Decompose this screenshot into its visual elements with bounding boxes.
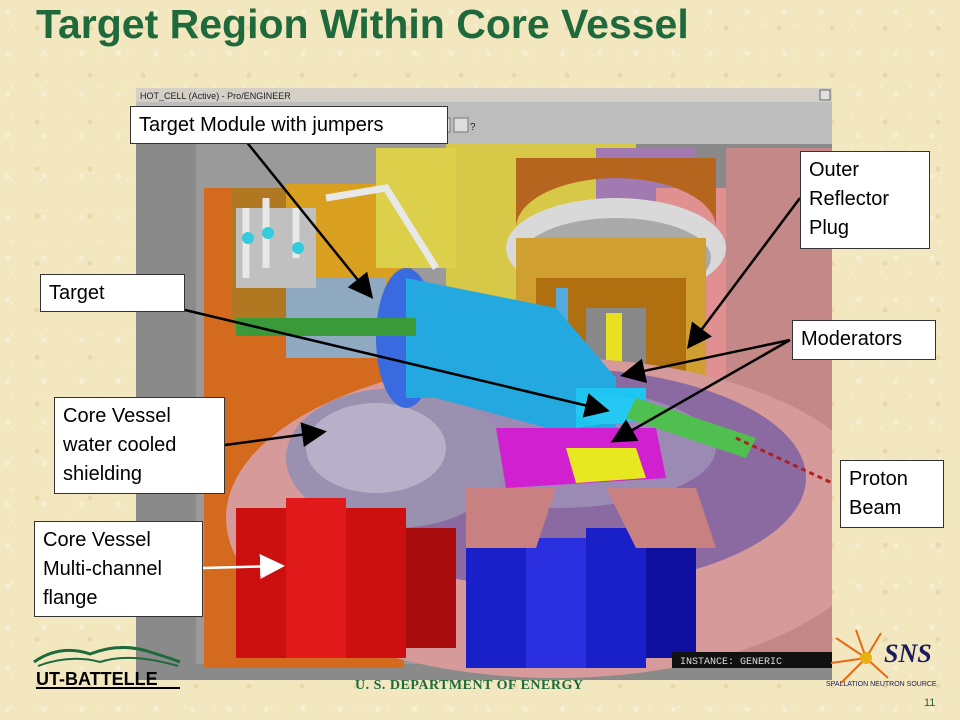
sns-logo: SNS SPALLATION NEUTRON SOURCE [826, 629, 937, 688]
arrow-core-flange [202, 554, 285, 580]
arrow-moderators-1 [620, 338, 791, 384]
arrow-target [184, 308, 610, 418]
window-title: HOT_CELL (Active) - Pro/ENGINEER [140, 91, 291, 101]
svg-text:SNS: SNS [884, 639, 932, 668]
arrow-target-module [244, 139, 374, 299]
label-target-module: Target Module with jumpers [130, 106, 448, 144]
svg-text:?: ? [470, 122, 476, 133]
label-moderators: Moderators [792, 320, 936, 360]
svg-text:UT-BATTELLE: UT-BATTELLE [36, 669, 158, 689]
svg-text:SPALLATION NEUTRON SOURCE: SPALLATION NEUTRON SOURCE [826, 681, 937, 688]
arrow-outer-reflector [687, 197, 802, 350]
label-core-vessel-shielding: Core Vessel water cooled shielding [54, 397, 225, 494]
ut-battelle-logo: UT-BATTELLE [33, 646, 181, 689]
footer-department: U. S. DEPARTMENT OF ENERGY [355, 678, 584, 693]
status-text: INSTANCE: GENERIC [680, 657, 782, 668]
label-target: Target [40, 274, 185, 312]
label-proton-beam: Proton Beam [840, 460, 944, 528]
page-number: 11 [924, 697, 936, 709]
arrow-moderators-2 [610, 338, 791, 443]
label-outer-reflector-plug: Outer Reflector Plug [800, 151, 930, 249]
label-core-vessel-flange: Core Vessel Multi-channel flange [34, 521, 203, 617]
arrow-core-shielding [224, 422, 327, 448]
slide-title: Target Region Within Core Vessel [36, 1, 689, 47]
